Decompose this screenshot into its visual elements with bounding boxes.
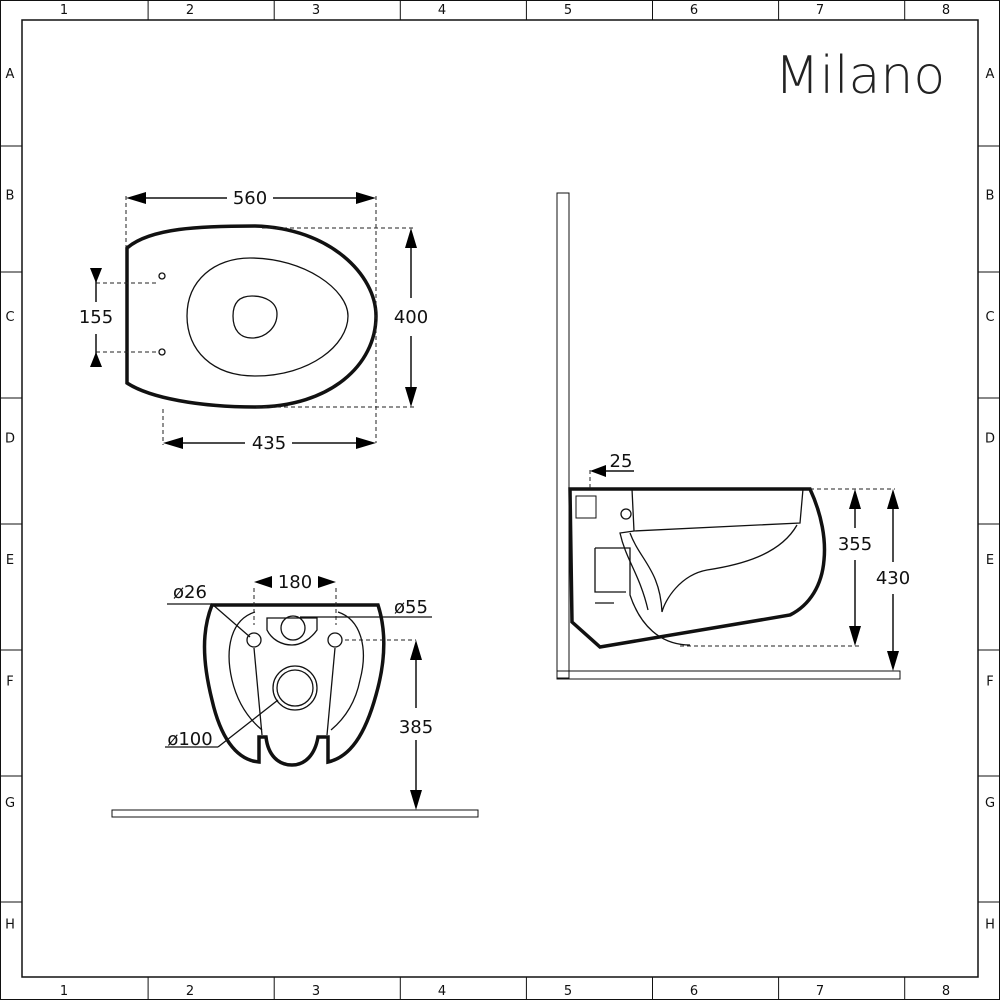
grid-column-label: 8 bbox=[942, 984, 950, 999]
fixing-hole bbox=[158, 348, 166, 356]
grid-column-label: 1 bbox=[60, 984, 68, 999]
fixing-hole bbox=[158, 272, 166, 280]
seat-outline bbox=[125, 224, 378, 409]
grid-column-label: 8 bbox=[942, 3, 950, 18]
dim-bolt-height: 385 bbox=[399, 717, 433, 738]
bolt-hole bbox=[246, 632, 262, 648]
grid-row-label: G bbox=[5, 796, 15, 811]
pan-rear-outline bbox=[202, 603, 386, 767]
label-bolt-hole: ø26 bbox=[173, 582, 207, 603]
outlet-hole bbox=[272, 665, 318, 711]
wall bbox=[556, 192, 570, 679]
grid-row-label: D bbox=[985, 432, 995, 447]
rear-rib bbox=[228, 611, 364, 731]
grid-column-label: 5 bbox=[564, 984, 572, 999]
inlet-hole bbox=[280, 615, 306, 641]
dim-fixing-spacing: 155 bbox=[79, 307, 113, 328]
grid-column-label: 3 bbox=[312, 984, 320, 999]
grid-column-label: 4 bbox=[438, 984, 446, 999]
grid-column-label: 7 bbox=[816, 3, 824, 18]
grid-row-label: G bbox=[985, 796, 995, 811]
grid-column-label: 7 bbox=[816, 984, 824, 999]
grid-row-label: D bbox=[5, 432, 15, 447]
grid-row-label: A bbox=[6, 67, 15, 82]
inlet-connector bbox=[575, 495, 597, 519]
grid-row-label: B bbox=[6, 189, 15, 204]
bowl-section bbox=[619, 488, 804, 613]
dim-bolt-spacing: 180 bbox=[278, 572, 312, 593]
dim-fixing-to-front: 435 bbox=[252, 433, 286, 454]
grid-column-label: 1 bbox=[60, 3, 68, 18]
dim-depth: 400 bbox=[394, 307, 428, 328]
grid-column-label: 6 bbox=[690, 3, 698, 18]
bowl-inner-outline bbox=[186, 257, 349, 377]
top-view: 560 400 155 435 bbox=[79, 188, 428, 454]
label-inlet: ø55 bbox=[394, 597, 428, 618]
inner-frame bbox=[21, 19, 979, 978]
bolt-hole bbox=[327, 632, 343, 648]
label-outlet: ø100 bbox=[167, 729, 212, 750]
dim-rim-height: 430 bbox=[876, 568, 910, 589]
floor-line bbox=[111, 809, 479, 818]
dim-bowl-height: 355 bbox=[838, 534, 872, 555]
inlet-recess bbox=[266, 617, 318, 646]
grid-row-label: H bbox=[985, 918, 995, 933]
brand-logo: Milano bbox=[775, 46, 945, 106]
grid-row-label: E bbox=[6, 553, 14, 568]
grid-row-label: B bbox=[986, 189, 995, 204]
rear-view: 180 ø26 ø55 ø100 385 bbox=[111, 572, 479, 818]
dim-width: 560 bbox=[233, 188, 267, 209]
grid-row-label: F bbox=[6, 675, 13, 690]
grid-column-label: 3 bbox=[312, 3, 320, 18]
dim-wall-gap: 25 bbox=[610, 451, 633, 472]
grid-column-label: 5 bbox=[564, 3, 572, 18]
drain-hole bbox=[232, 295, 278, 339]
pan-side-outline bbox=[568, 487, 827, 649]
grid-column-label: 4 bbox=[438, 3, 446, 18]
grid-row-label: A bbox=[986, 67, 995, 82]
floor bbox=[556, 670, 901, 680]
side-view: 25 355 430 bbox=[556, 192, 910, 680]
grid-row-label: E bbox=[986, 553, 994, 568]
grid-row-label: H bbox=[5, 918, 15, 933]
grid-column-label: 6 bbox=[690, 984, 698, 999]
grid-row-label: F bbox=[986, 675, 993, 690]
grid-row-label: C bbox=[985, 310, 994, 325]
grid-column-label: 2 bbox=[186, 3, 194, 18]
grid-row-label: C bbox=[5, 310, 14, 325]
grid-column-label: 2 bbox=[186, 984, 194, 999]
